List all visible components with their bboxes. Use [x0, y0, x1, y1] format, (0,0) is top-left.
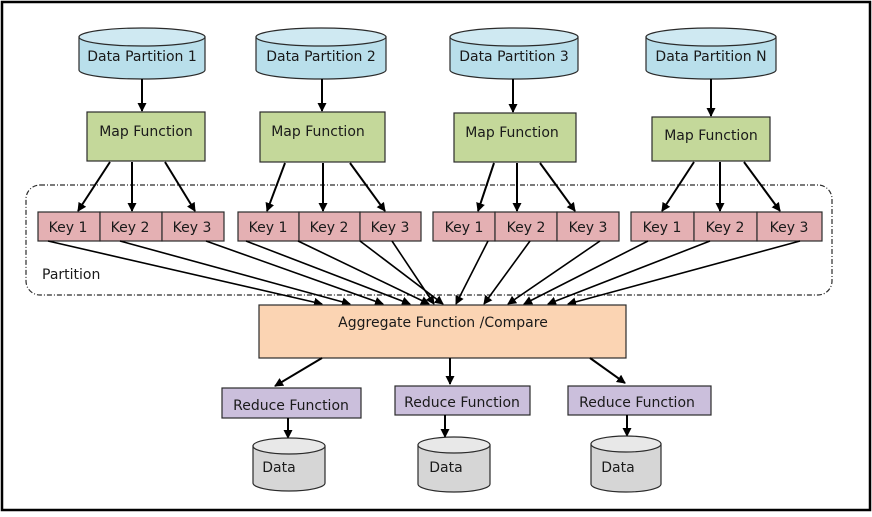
- key-2-3: [359, 211, 422, 242]
- key-n-3: [756, 211, 823, 242]
- key-2-3-label: Key 3: [371, 220, 410, 236]
- data-store-2-label: Data: [429, 460, 462, 476]
- data-partition-n: Data Partition N: [645, 27, 777, 80]
- data-store-2: Data: [417, 436, 491, 493]
- map-function-1-label: Map Function: [99, 124, 193, 140]
- data-store-3-label: Data: [601, 460, 634, 476]
- data-store-1-label: Data: [262, 460, 295, 476]
- data-partition-n-label: Data Partition N: [655, 49, 766, 65]
- key-to-aggregate-arrows: [47, 240, 801, 307]
- aggregate-function-label: Aggregate Function /Compare: [338, 315, 548, 331]
- key-group-3: Key 1 Key 2 Key 3: [432, 211, 620, 242]
- map-function-n-label: Map Function: [664, 128, 758, 144]
- key-n-2-label: Key 2: [706, 220, 745, 236]
- map-function-n: Map Function: [651, 116, 771, 162]
- map-function-1: Map Function: [86, 111, 206, 162]
- key-1-3: [161, 211, 225, 242]
- reduce-function-1: Reduce Function: [221, 387, 362, 419]
- data-partition-1: Data Partition 1: [78, 27, 206, 80]
- aggregate-to-reduce-arrows: [274, 357, 626, 387]
- key-3-1-label: Key 1: [445, 220, 484, 236]
- partition-label: Partition: [42, 267, 100, 283]
- key-3-3-label: Key 3: [569, 220, 608, 236]
- reduce-function-3: Reduce Function: [567, 385, 712, 416]
- reduce-function-2-label: Reduce Function: [404, 395, 520, 411]
- key-2-2-label: Key 2: [310, 220, 349, 236]
- data-store-3: Data: [590, 435, 662, 493]
- reduce-function-3-label: Reduce Function: [579, 395, 695, 411]
- key-3-3: [556, 211, 620, 242]
- key-1-2-label: Key 2: [111, 220, 150, 236]
- key-group-1: Key 1 Key 2 Key 3: [37, 211, 225, 242]
- map-function-3-label: Map Function: [465, 125, 559, 141]
- data-partition-3-label: Data Partition 3: [459, 49, 569, 65]
- key-1-2: [99, 211, 163, 242]
- reduce-to-data-arrows: [283, 415, 632, 439]
- reduce-function-1-label: Reduce Function: [233, 398, 349, 414]
- key-n-1-label: Key 1: [643, 220, 682, 236]
- data-partition-2: Data Partition 2: [255, 27, 387, 80]
- data-store-1: Data: [252, 437, 326, 492]
- key-2-1-label: Key 1: [249, 220, 288, 236]
- map-function-2: Map Function: [259, 111, 386, 163]
- data-partition-2-label: Data Partition 2: [266, 49, 376, 65]
- map-function-3: Map Function: [453, 112, 577, 163]
- reduce-function-2: Reduce Function: [394, 385, 531, 416]
- aggregate-function: Aggregate Function /Compare: [258, 304, 627, 359]
- key-n-3-label: Key 3: [770, 220, 809, 236]
- key-n-1: [630, 211, 695, 242]
- partition-to-map-arrows: [137, 79, 716, 117]
- data-partition-3: Data Partition 3: [449, 27, 579, 80]
- key-1-3-label: Key 3: [173, 220, 212, 236]
- key-2-2: [298, 211, 361, 242]
- key-2-1: [237, 211, 300, 242]
- data-partition-1-label: Data Partition 1: [87, 49, 197, 65]
- key-1-1-label: Key 1: [49, 220, 88, 236]
- key-group-n: Key 1 Key 2 Key 3: [630, 211, 823, 242]
- key-group-2: Key 1 Key 2 Key 3: [237, 211, 422, 242]
- key-3-2-label: Key 2: [507, 220, 546, 236]
- key-n-2: [693, 211, 758, 242]
- map-function-2-label: Map Function: [271, 124, 365, 140]
- map-to-key-arrows: [77, 161, 781, 212]
